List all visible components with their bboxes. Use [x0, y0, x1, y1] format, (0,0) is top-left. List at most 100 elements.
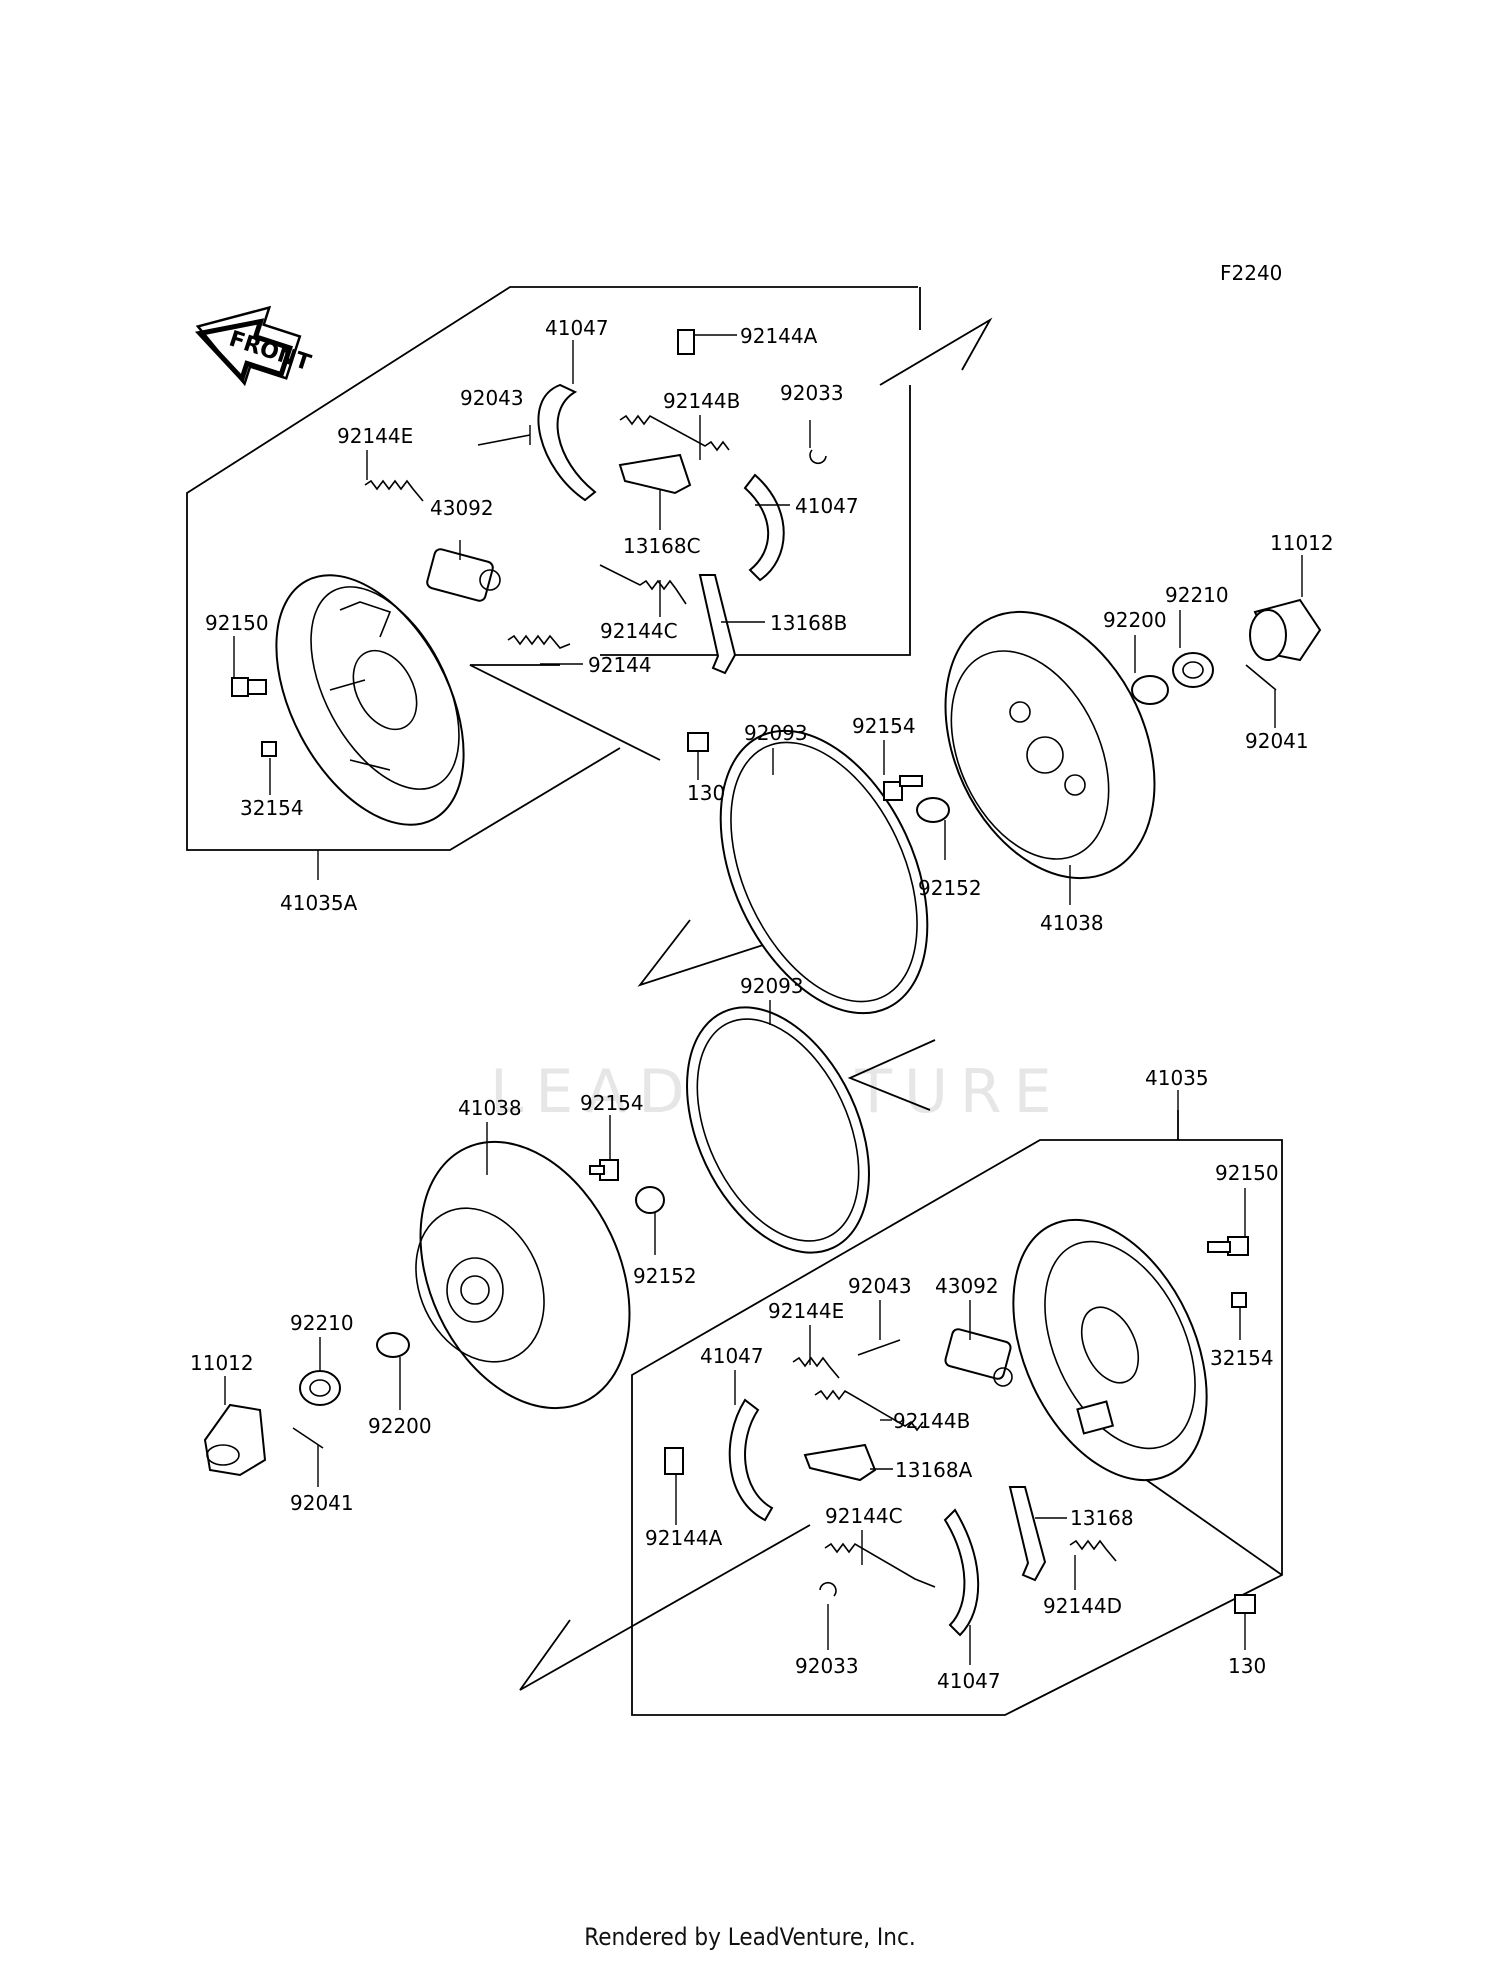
callout-92033: 92033: [780, 381, 844, 405]
bolt-130-upper: [687, 732, 709, 752]
callout-92093: 92093: [740, 974, 804, 998]
washer-92152-upper: [916, 797, 950, 823]
cap-11012-lower: [203, 1403, 267, 1477]
callout-92154: 92154: [580, 1091, 644, 1115]
callout-41047: 41047: [937, 1669, 1001, 1693]
spring-92144B-lower: [814, 1389, 924, 1432]
nut-92210-upper: [1172, 652, 1214, 688]
spring-92144E-upper: [364, 479, 424, 502]
callout-92150: 92150: [205, 611, 269, 635]
wheel-cylinder-lower: [944, 1328, 1013, 1387]
callout-92043: 92043: [460, 386, 524, 410]
bolt-92154-lower: [589, 1159, 619, 1181]
pin-92043-upper: [477, 434, 531, 446]
washer-92200-lower: [376, 1332, 410, 1358]
lever-13168A: [803, 1443, 877, 1482]
seal-92093-upper: [719, 729, 929, 1015]
bleeder-32154-lower: [1231, 1292, 1247, 1308]
figure-code: F2240: [1220, 261, 1282, 285]
callout-labels: 41047 92144A 92043 92144B 92033 92144E 4…: [190, 316, 1334, 1693]
front-arrow-icon: FRONT: [194, 305, 314, 387]
callout-92152: 92152: [633, 1264, 697, 1288]
callout-92041: 92041: [290, 1491, 354, 1515]
leader-lines: [224, 334, 1303, 1665]
callout-43092: 43092: [430, 496, 494, 520]
callout-92144E: 92144E: [337, 424, 413, 448]
bolt-92150-upper: [231, 677, 267, 697]
callout-41035: 41035: [1145, 1066, 1209, 1090]
cotter-92041-upper: [1245, 664, 1277, 691]
lever-13168: [1008, 1486, 1047, 1582]
drum-41038-upper: [944, 610, 1156, 880]
brake-shoe-lower-left: [728, 1398, 774, 1522]
callout-92144: 92144: [588, 653, 652, 677]
bolt-92150-lower: [1207, 1236, 1249, 1256]
callout-41038: 41038: [458, 1096, 522, 1120]
frame-lower: [519, 1039, 1283, 1716]
callout-92144A: 92144A: [740, 324, 818, 348]
bleeder-32154-upper: [261, 741, 277, 757]
spring-92144D-lower: [1069, 1539, 1117, 1562]
clip-lower: [664, 1447, 684, 1475]
callout-92144A: 92144A: [645, 1526, 723, 1550]
callout-13168: 13168: [1070, 1506, 1134, 1530]
backing-plate-upper: [275, 574, 465, 826]
brake-shoe-lower-right: [943, 1508, 980, 1637]
callout-41047: 41047: [545, 316, 609, 340]
drum-41038-lower: [415, 1140, 631, 1410]
bolt-130-lower: [1234, 1594, 1256, 1614]
callout-92043: 92043: [848, 1274, 912, 1298]
callout-92144B: 92144B: [663, 389, 740, 413]
callout-11012: 11012: [1270, 531, 1334, 555]
callout-92200: 92200: [368, 1414, 432, 1438]
wheel-cylinder-upper: [426, 548, 501, 602]
lever-13168C: [618, 453, 692, 495]
callout-92144B: 92144B: [893, 1409, 970, 1433]
callout-13168B: 13168B: [770, 611, 847, 635]
callout-11012: 11012: [190, 1351, 254, 1375]
callout-92154: 92154: [852, 714, 916, 738]
spring-92144B-upper: [619, 414, 730, 452]
callout-92144C: 92144C: [825, 1504, 903, 1528]
callout-13168A: 13168A: [895, 1458, 973, 1482]
spring-92144C-lower: [824, 1542, 936, 1588]
callout-41038: 41038: [1040, 911, 1104, 935]
callout-92144C: 92144C: [600, 619, 678, 643]
callout-130: 130: [1228, 1654, 1266, 1678]
spring-92144E-lower: [792, 1356, 840, 1379]
clip-92033-lower: [819, 1581, 837, 1597]
lever-13168B: [698, 574, 737, 675]
brake-shoe-upper-right: [743, 473, 785, 582]
callout-92033: 92033: [795, 1654, 859, 1678]
callout-92200: 92200: [1103, 608, 1167, 632]
callout-32154: 32154: [240, 796, 304, 820]
callout-32154: 32154: [1210, 1346, 1274, 1370]
callout-130: 130: [687, 781, 725, 805]
callout-92144E: 92144E: [768, 1299, 844, 1323]
clip-92033-upper: [809, 449, 827, 465]
callout-92041: 92041: [1245, 729, 1309, 753]
callout-43092: 43092: [935, 1274, 999, 1298]
callout-92093: 92093: [744, 721, 808, 745]
spring-92144C-upper: [599, 564, 687, 605]
brake-shoe-upper-left: [537, 383, 597, 502]
spring-92144-upper: [507, 634, 571, 649]
footer-credit: Rendered by LeadVenture, Inc.: [584, 1923, 915, 1951]
callout-92210: 92210: [1165, 583, 1229, 607]
callout-13168C: 13168C: [623, 534, 701, 558]
callout-41047: 41047: [795, 494, 859, 518]
washer-92200-upper: [1131, 675, 1169, 705]
cap-11012-upper: [1249, 598, 1322, 662]
callout-41035A: 41035A: [280, 891, 358, 915]
callout-92152: 92152: [918, 876, 982, 900]
nut-92210-lower: [299, 1370, 341, 1406]
callout-41047: 41047: [700, 1344, 764, 1368]
seal-92093-lower: [686, 1006, 870, 1254]
callout-92144D: 92144D: [1043, 1594, 1122, 1618]
callout-92210: 92210: [290, 1311, 354, 1335]
callout-92150: 92150: [1215, 1161, 1279, 1185]
backing-plate-lower: [1012, 1218, 1208, 1482]
washer-92152-lower: [635, 1186, 665, 1214]
pin-92043-lower: [857, 1339, 901, 1356]
